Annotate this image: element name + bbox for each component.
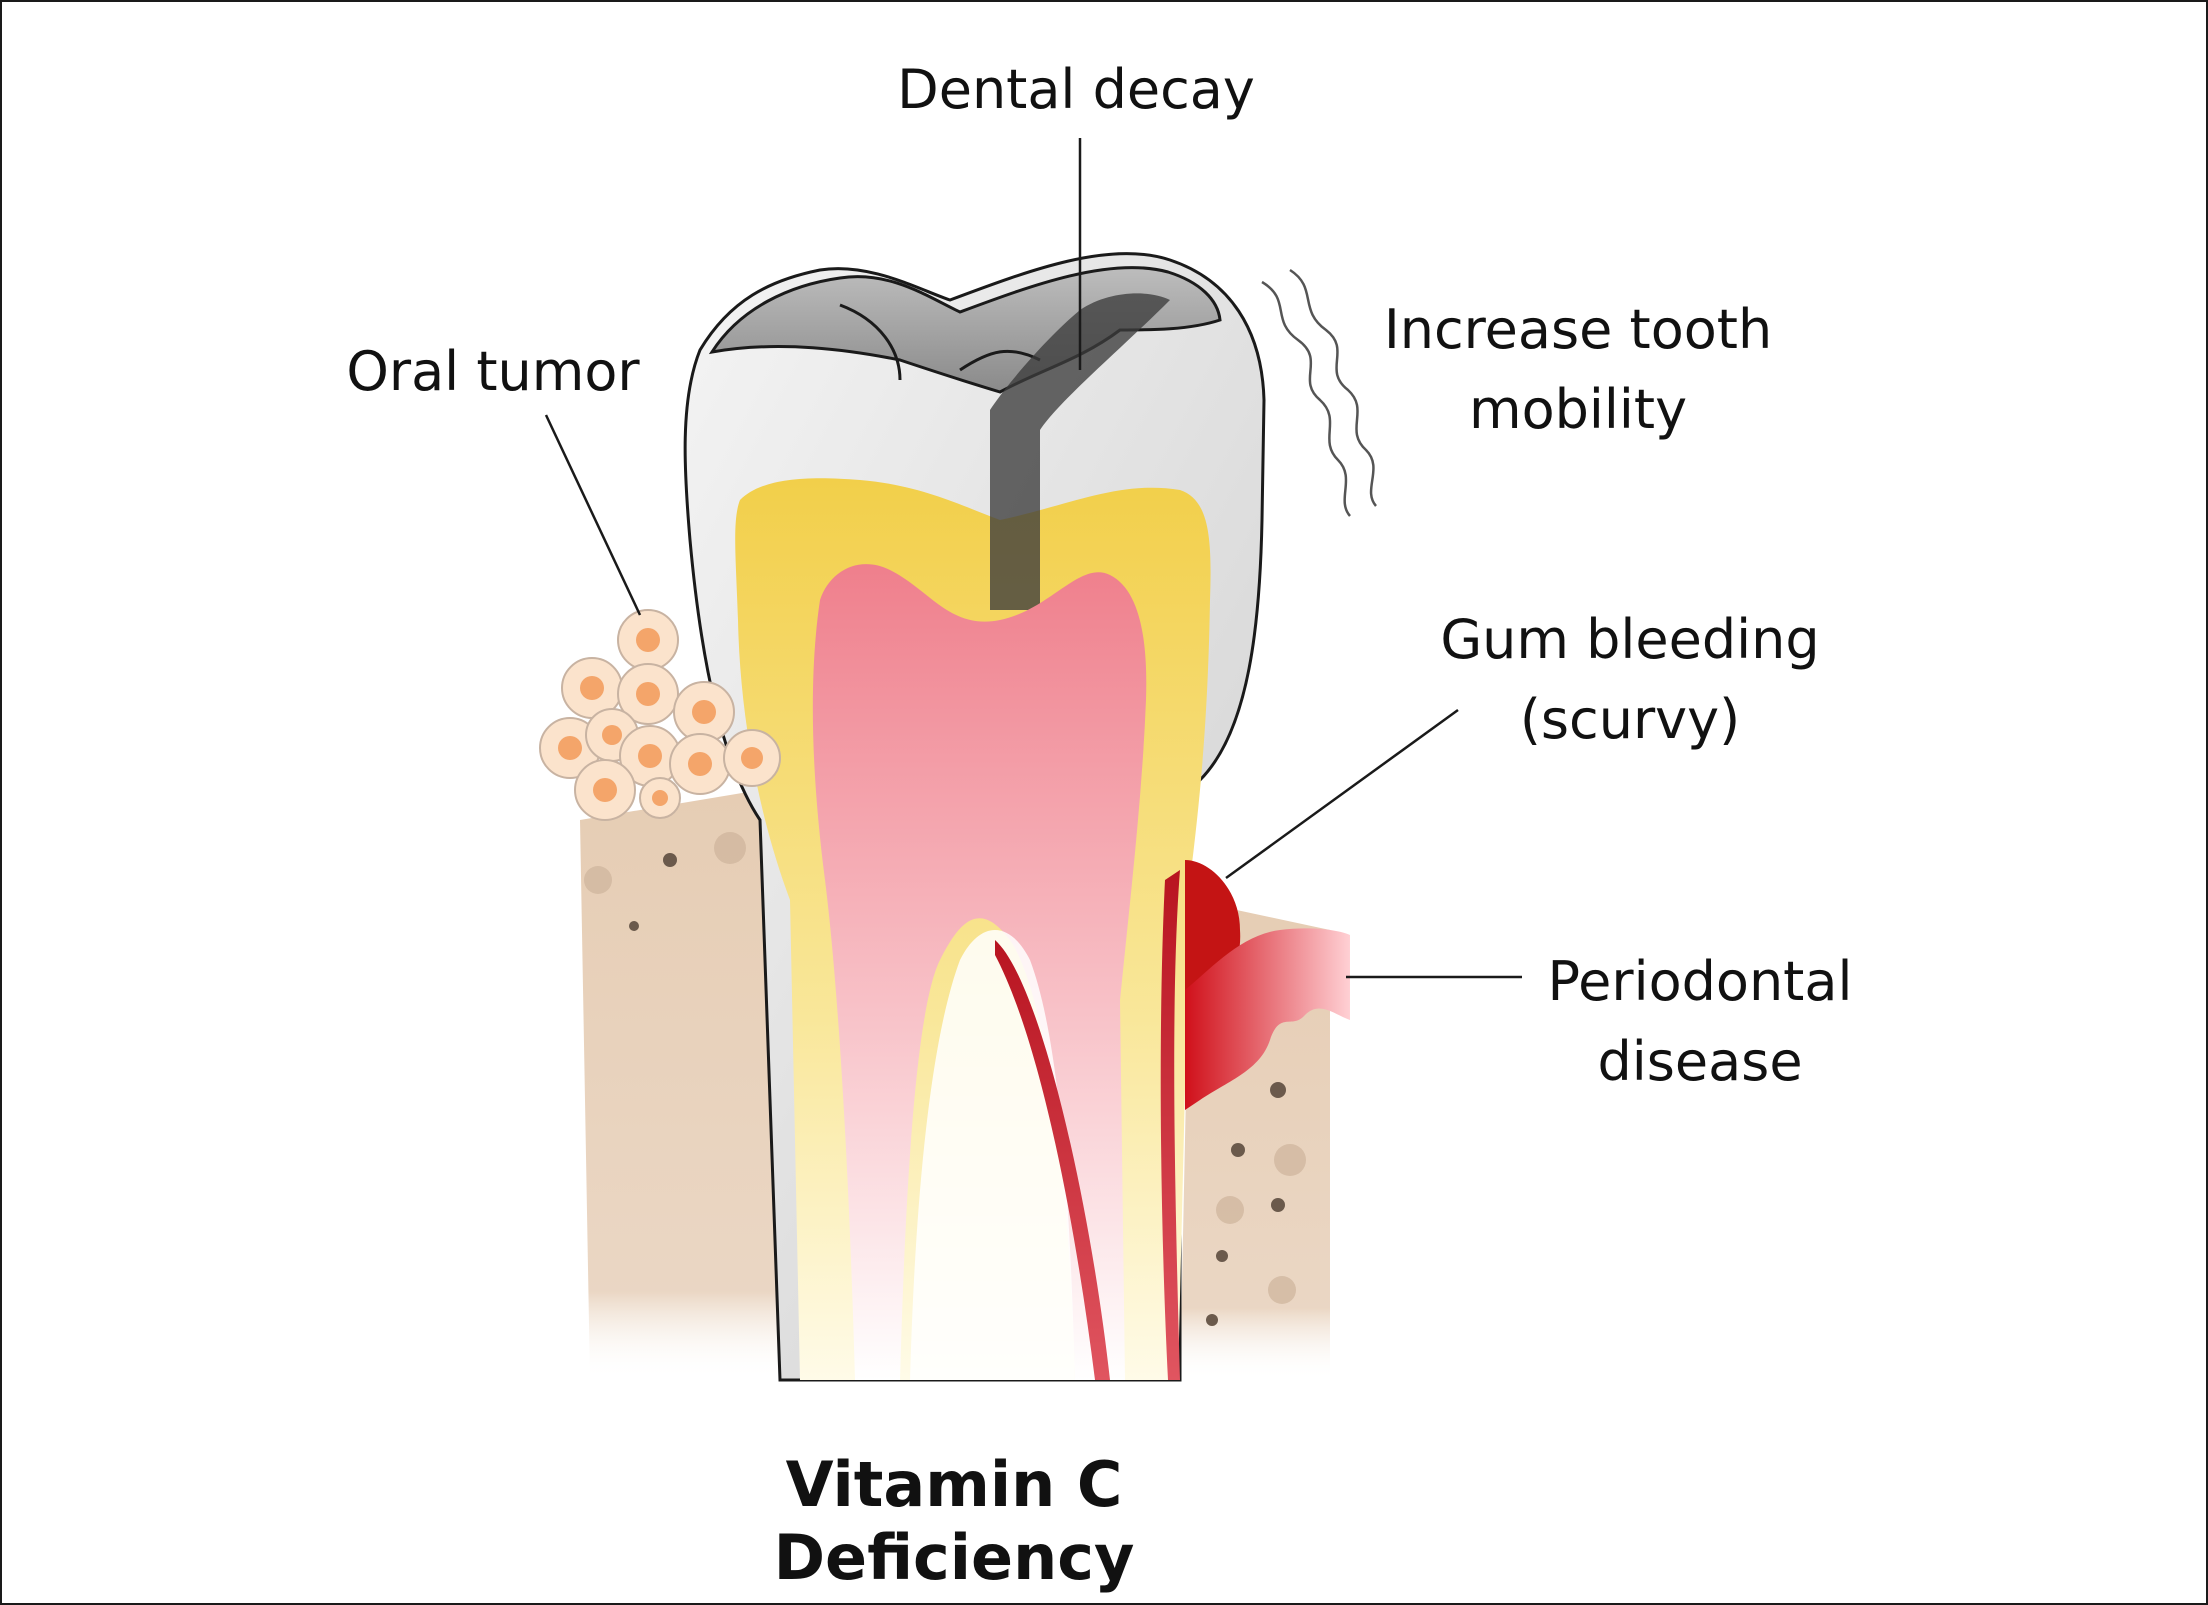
decay-streak [990,293,1170,610]
label-periodontal-disease: Periodontal disease [1547,950,1853,1093]
label-oral-tumor: Oral tumor [346,340,640,403]
crown-fissure-line [959,349,1041,372]
leader-gum-bleeding [1225,708,1459,880]
root-vessel [995,940,1110,1380]
periodontal-gum [1185,928,1350,1110]
crown-occlusal-surface [708,266,1222,394]
label-gum-bleeding: Gum bleeding (scurvy) [1440,608,1820,751]
leader-oral-tumor [544,414,642,616]
crown-fissure-line [839,303,902,381]
tumor-cluster [539,609,781,821]
label-tooth-mobility: Increase tooth mobility [1383,298,1773,441]
diagram-title: Vitamin C Deficiency [773,1448,1135,1594]
label-dental-decay: Dental decay [897,58,1255,121]
mobility-wave-icon [1261,268,1378,517]
root-vessel [1160,870,1180,1380]
